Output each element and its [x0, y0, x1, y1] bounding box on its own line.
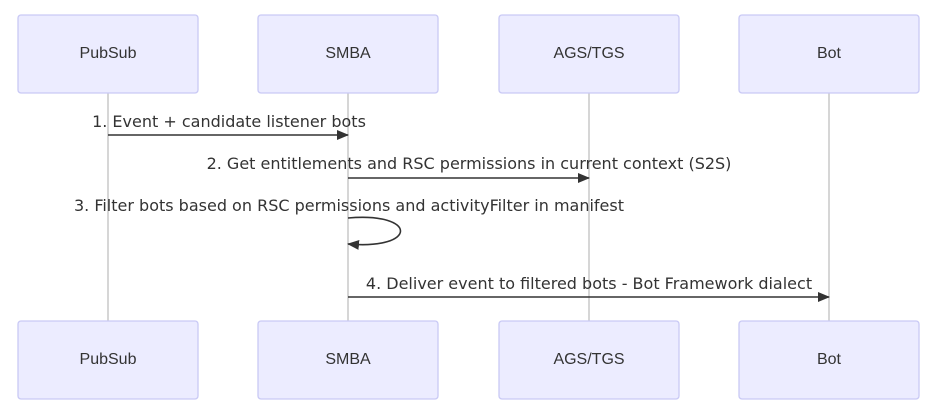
message-1-label: 1. Event + candidate listener bots	[92, 112, 366, 131]
message-4-label: 4. Deliver event to filtered bots - Bot …	[366, 274, 812, 293]
participant-label: PubSub	[80, 351, 137, 368]
message-4: 4. Deliver event to filtered bots - Bot …	[348, 274, 830, 302]
message-2: 2. Get entitlements and RSC permissions …	[207, 154, 732, 183]
participant-label: AGS/TGS	[553, 45, 624, 62]
message-3-self-loop-arrow	[347, 216, 402, 250]
message-2-label: 2. Get entitlements and RSC permissions …	[207, 154, 732, 173]
participant-ags-tgs-top: AGS/TGS	[498, 14, 680, 94]
message-3-label: 3. Filter bots based on RSC permissions …	[74, 196, 624, 215]
participant-label: Bot	[817, 351, 842, 368]
participant-label: SMBA	[325, 351, 371, 368]
participant-smba-bottom: SMBA	[257, 320, 439, 400]
participant-label: Bot	[817, 45, 842, 62]
participant-pubsub-bottom: PubSub	[17, 320, 199, 400]
participant-pubsub-top: PubSub	[17, 14, 199, 94]
participant-label: SMBA	[325, 45, 371, 62]
message-3: 3. Filter bots based on RSC permissions …	[74, 196, 624, 250]
participant-label: AGS/TGS	[553, 351, 624, 368]
participant-smba-top: SMBA	[257, 14, 439, 94]
message-1: 1. Event + candidate listener bots	[92, 112, 366, 140]
participant-ags-tgs-bottom: AGS/TGS	[498, 320, 680, 400]
participant-bot-top: Bot	[738, 14, 920, 94]
participant-bot-bottom: Bot	[738, 320, 920, 400]
participant-label: PubSub	[80, 45, 137, 62]
